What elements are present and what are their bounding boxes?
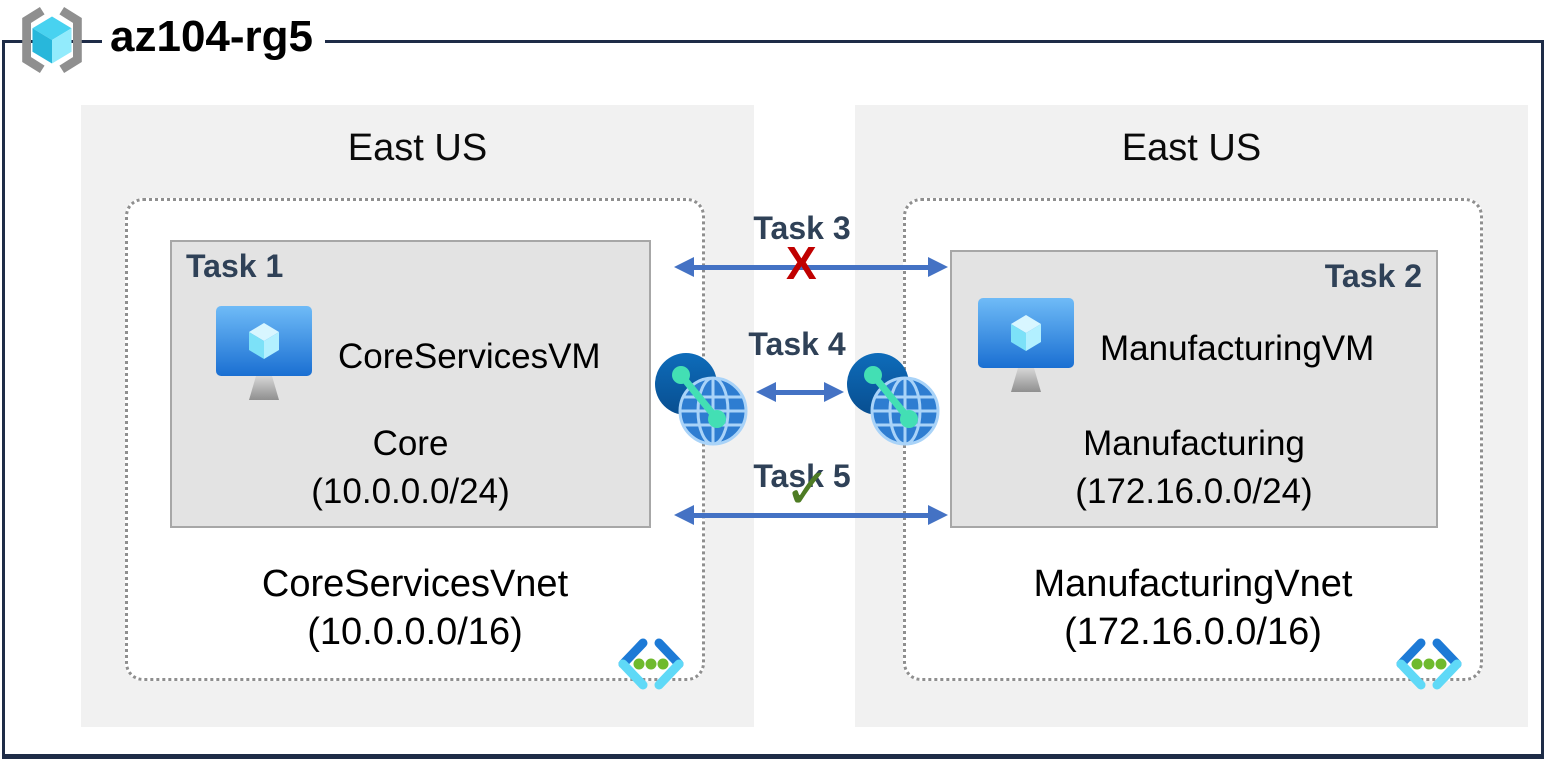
task4-double-arrow	[756, 382, 844, 402]
region-title: East US	[347, 127, 488, 169]
network-peering-icon	[654, 348, 748, 448]
vnet-boundary-coreservices: Task 1 CoreServicesVM Core (10.0.0.0/24)…	[125, 198, 705, 681]
task5-double-arrow	[674, 505, 948, 525]
blocked-x-marker: X	[786, 237, 817, 289]
vm-name: CoreServicesVM	[338, 337, 601, 376]
vnet-cidr: (10.0.0.0/16)	[307, 611, 523, 653]
subnet-box-core: Task 1 CoreServicesVM Core (10.0.0.0/24)	[170, 240, 651, 528]
subnet-cidr: (172.16.0.0/24)	[1075, 472, 1313, 511]
virtual-machine-icon	[978, 298, 1074, 392]
task1-label: Task 1	[186, 248, 284, 284]
task2-label: Task 2	[1324, 258, 1422, 294]
vm-name: ManufacturingVM	[1100, 329, 1375, 368]
resource-group-frame	[2, 40, 1544, 759]
task3-double-arrow	[674, 257, 948, 277]
vnet-cidr: (172.16.0.0/16)	[1064, 611, 1322, 653]
subnet-name: Manufacturing	[1083, 424, 1305, 463]
vnet-boundary-manufacturing: Task 2 ManufacturingVM Manufacturing (17…	[903, 198, 1483, 681]
subnet-cidr: (10.0.0.0/24)	[311, 472, 510, 511]
task3-label: Task 3	[753, 210, 851, 246]
subnet-name: Core	[372, 424, 449, 463]
vnet-name: CoreServicesVnet	[261, 563, 569, 605]
vm-row: CoreServicesVM	[216, 306, 601, 408]
virtual-network-icon	[1392, 636, 1466, 692]
virtual-network-icon	[614, 636, 688, 692]
task4-label: Task 4	[748, 326, 846, 362]
task5-label: Task 5	[753, 458, 851, 494]
vm-row: ManufacturingVM	[978, 298, 1374, 400]
virtual-machine-icon	[216, 306, 312, 400]
vnet-name: ManufacturingVnet	[1033, 563, 1353, 605]
network-peering-icon	[846, 348, 940, 448]
resource-group-title: az104-rg5	[102, 10, 326, 68]
subnet-box-manufacturing: Task 2 ManufacturingVM Manufacturing (17…	[950, 250, 1438, 528]
region-box-right: East US Task 2 ManufacturingVM Manufactu…	[855, 105, 1528, 727]
check-marker: ✓	[784, 457, 831, 522]
region-box-left: East US Task 1 CoreServicesVM Core (10.0…	[81, 105, 754, 727]
resource-group-icon	[10, 3, 94, 77]
region-title: East US	[1121, 127, 1262, 169]
